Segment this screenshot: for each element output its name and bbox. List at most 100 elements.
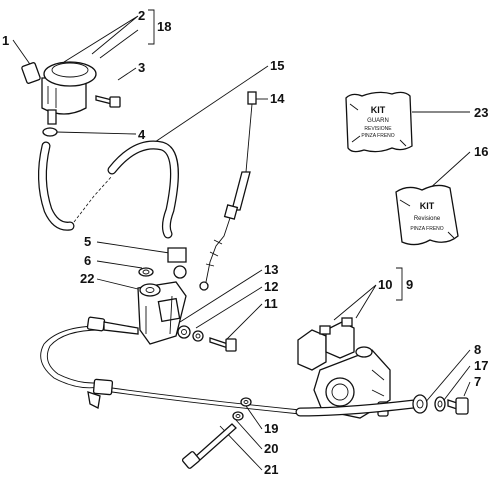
caliper-piston-inner — [331, 383, 349, 401]
screw-3 — [95, 95, 121, 108]
callout-8: 8 — [474, 342, 481, 357]
cable-14-lower — [205, 217, 231, 283]
bolt-11-head — [225, 338, 237, 352]
reservoir-outlet — [47, 109, 57, 125]
brake-pad-left — [297, 329, 327, 371]
leader-4 — [55, 131, 137, 135]
reservoir-hose — [37, 141, 113, 231]
leader-lines — [12, 9, 471, 471]
callout-20: 20 — [264, 441, 278, 456]
cable-14-sleeve — [231, 171, 251, 211]
brake-cable-14 — [199, 91, 257, 291]
cable-14-end — [199, 281, 209, 291]
master-cylinder-port-hole — [145, 287, 155, 293]
pad-pin-left — [319, 325, 331, 335]
callout-18: 18 — [157, 19, 171, 34]
loop-inner — [46, 329, 105, 384]
kit-23-line4: PINZA FRENO — [361, 133, 394, 139]
kit-16-line3: PINZA FRENO — [410, 226, 443, 232]
leader-10 — [333, 284, 377, 321]
callout-11: 11 — [264, 296, 278, 311]
line-fitting-top — [86, 316, 106, 332]
callout-21: 21 — [264, 462, 278, 477]
kit-gasket-bag-23: KIT GUARN REVISIONE PINZA FRENO — [345, 91, 413, 153]
callout-2: 2 — [138, 8, 145, 23]
leader-20 — [235, 419, 263, 450]
line-fitting-top-tube — [103, 321, 139, 335]
kit-23-line1: KIT — [371, 105, 386, 115]
leader-8 — [423, 349, 471, 405]
pad-pin-right — [341, 317, 353, 327]
leader-6 — [96, 260, 143, 269]
caliper-piston — [325, 377, 355, 407]
reservoir-body — [41, 77, 87, 115]
leader-3 — [117, 67, 137, 81]
kit-revision-bag-16: KIT Revisione PINZA FRENO — [395, 184, 459, 246]
reservoir-bracket — [21, 62, 41, 84]
master-cylinder-edges — [145, 295, 173, 335]
callout-9: 9 — [406, 277, 413, 292]
screw-21-head — [181, 451, 201, 469]
master-cylinder-block — [157, 297, 181, 323]
leader-2 — [63, 15, 139, 63]
kit-23-creases — [349, 103, 407, 147]
washer-17 — [434, 396, 446, 412]
washer-6 — [138, 267, 154, 277]
leader-13 — [179, 269, 263, 323]
line-run-lower — [111, 391, 301, 415]
caliper-hose — [295, 394, 469, 417]
callout-12: 12 — [264, 279, 278, 294]
callout-1: 1 — [2, 33, 9, 48]
line-run-upper — [111, 387, 301, 411]
reservoir-cap — [43, 61, 97, 87]
callout-23: 23 — [474, 105, 488, 120]
leader-17 — [443, 365, 471, 401]
washer-12 — [192, 330, 204, 342]
callout-16: 16 — [474, 144, 488, 159]
fasteners-11-13 — [177, 325, 237, 352]
callout-13: 13 — [264, 262, 278, 277]
leader-22 — [96, 278, 143, 291]
callout-19: 19 — [264, 421, 278, 436]
kit-23-bag — [345, 91, 413, 153]
leader-7 — [463, 381, 471, 397]
callout-14: 14 — [270, 91, 285, 106]
washer-20 — [232, 411, 244, 421]
washer-19 — [240, 397, 252, 407]
loop-outer — [40, 325, 105, 389]
washer-13 — [177, 325, 191, 339]
kit-16-line2: Revisione — [414, 216, 441, 222]
callout-6: 6 — [84, 253, 91, 268]
leader-15 — [151, 65, 269, 145]
callout-3: 3 — [138, 60, 145, 75]
kit-23-line3: REVISIONE — [364, 126, 392, 132]
kit-23-line2: GUARN — [367, 118, 389, 124]
union-5 — [167, 247, 187, 263]
hose-15 — [107, 140, 179, 239]
leader-12 — [195, 286, 263, 329]
callout-15: 15 — [270, 58, 284, 73]
master-cylinder — [137, 247, 187, 345]
brake-line-loop — [40, 316, 301, 415]
union-5-eye — [173, 265, 187, 279]
callout-7: 7 — [474, 374, 481, 389]
leader-5 — [96, 241, 177, 255]
line-fitting-bottom-end — [87, 391, 101, 409]
cable-14-spring — [205, 239, 223, 267]
caliper-bleed — [355, 346, 373, 358]
cable-14-top-end — [247, 91, 257, 105]
leader-11 — [225, 303, 263, 341]
callout-10: 10 — [378, 277, 392, 292]
reservoir-cap-ring — [51, 62, 89, 78]
cable-14-upper — [245, 103, 253, 173]
line-fitting-bottom — [92, 378, 114, 396]
kit-16-line1: KIT — [420, 201, 435, 211]
brake-caliper — [297, 317, 391, 419]
bolt-11-shank — [209, 337, 229, 349]
callout-5: 5 — [84, 234, 91, 249]
leader-16 — [427, 151, 471, 191]
callout-4: 4 — [138, 127, 146, 142]
callout-labels: 1 2 18 3 4 15 14 23 16 5 6 22 13 12 11 1… — [2, 8, 488, 477]
